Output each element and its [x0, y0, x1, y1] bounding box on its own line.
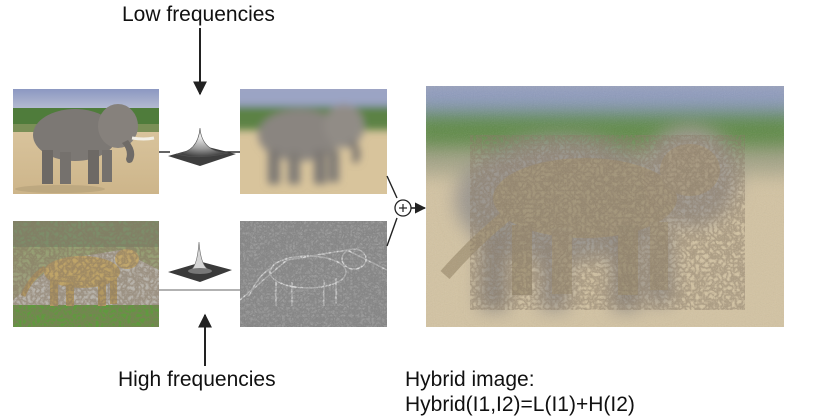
plus-circle-icon [394, 199, 412, 217]
laplacian-spike-icon [168, 241, 232, 282]
high-frequencies-label: High frequencies [118, 368, 276, 391]
hybrid-image [426, 86, 784, 327]
elephant-lowpass-image [240, 89, 387, 194]
leopard-highpass-image [240, 221, 387, 327]
hybrid-formula-equation: Hybrid(I1,I2)=L(I1)+H(I2) [405, 393, 635, 416]
elephant-image [13, 89, 159, 194]
hybrid-formula: Hybrid image: Hybrid(I1,I2)=L(I1)+H(I2) [405, 367, 635, 417]
low-frequencies-label: Low frequencies [122, 3, 275, 26]
hybrid-formula-title: Hybrid image: [405, 368, 535, 391]
gaussian-surface-icon [168, 127, 236, 166]
leopard-image [13, 221, 159, 327]
